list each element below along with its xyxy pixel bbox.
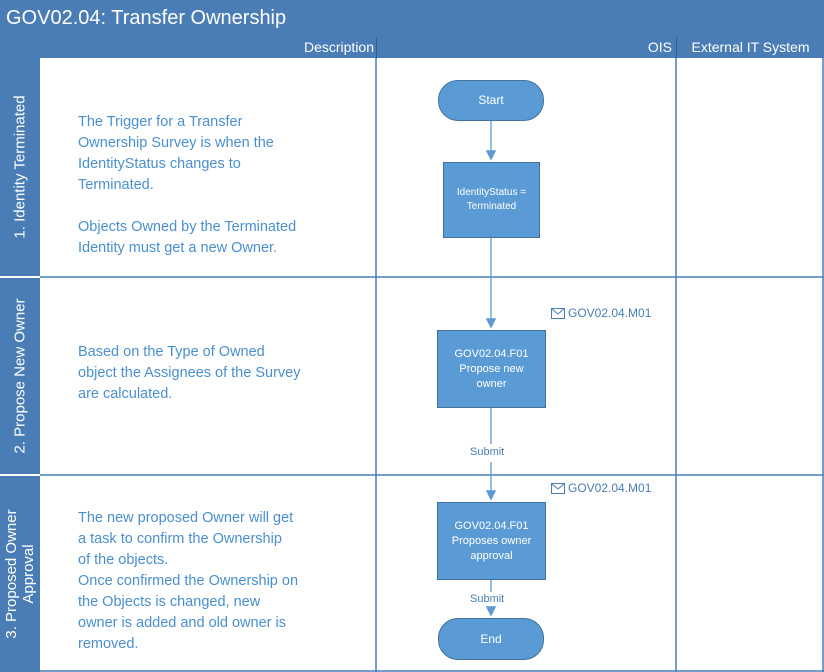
identity-status-node: IdentityStatus = Terminated — [443, 162, 540, 238]
lane-1-description: The Trigger for a Transfer Ownership Sur… — [78, 114, 297, 256]
start-node: Start — [438, 80, 544, 121]
lane-2-description: Based on the Type of Owned object the As… — [78, 344, 301, 402]
submit-label-1: Submit — [470, 446, 505, 458]
diagram-title: GOV02.04: Transfer Ownership — [0, 0, 824, 37]
lane-label-2: 2. Propose New Owner — [0, 278, 40, 474]
header-corner — [0, 37, 40, 58]
lane-label-3: 3. Proposed Owner Approval — [0, 476, 40, 672]
envelope-icon — [551, 482, 565, 494]
approval-node: GOV02.04.F01 Proposes owner approval — [437, 502, 546, 580]
message-ref-1-text: GOV02.04.M01 — [568, 306, 652, 320]
message-ref-1: GOV02.04.M01 — [551, 306, 651, 320]
propose-owner-node: GOV02.04.F01 Propose new owner — [437, 330, 546, 408]
submit-label-2: Submit — [470, 593, 505, 605]
message-ref-2-text: GOV02.04.M01 — [568, 481, 652, 495]
lane-3-description: The new proposed Owner will get a task t… — [78, 510, 299, 652]
envelope-icon — [551, 307, 565, 319]
column-header-description: Description — [40, 37, 376, 58]
message-ref-2: GOV02.04.M01 — [551, 481, 651, 495]
column-header-external: External IT System — [676, 37, 824, 58]
column-header-ois: OIS — [376, 37, 676, 58]
end-node: End — [438, 618, 544, 660]
lane-label-1: 1. Identity Terminated — [0, 58, 40, 276]
